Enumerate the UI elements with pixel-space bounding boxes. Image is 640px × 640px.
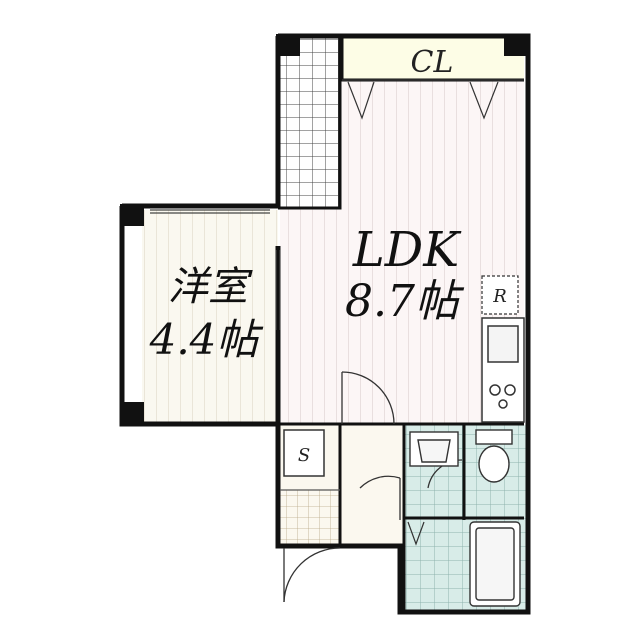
western-size: 4.4帖 [149,315,264,364]
ldk-size: 8.7帖 [345,276,465,327]
storage-label: S [298,445,310,466]
bathtub [469,521,521,607]
ldk-label: LDK [352,222,462,278]
storage-box [283,429,325,477]
closet-label: CL [411,45,454,80]
structural-columns [120,34,528,426]
bath-door [407,521,425,546]
closet-doors [347,81,499,120]
kitchen-counter [481,317,525,423]
genkan-tiles [280,490,340,546]
western-window [150,209,270,214]
ldk-door [341,371,395,425]
closet-floor [342,38,524,80]
western-label: 洋室 [168,264,253,310]
toilet [475,429,513,483]
fridge-label: R [492,286,507,307]
wash-basin [409,431,459,467]
sliding-door [275,250,281,330]
walls [119,33,531,615]
entry-doors [283,459,463,603]
balcony-grid [280,38,340,208]
western-room-floor [142,210,278,422]
fridge-space [481,275,519,315]
